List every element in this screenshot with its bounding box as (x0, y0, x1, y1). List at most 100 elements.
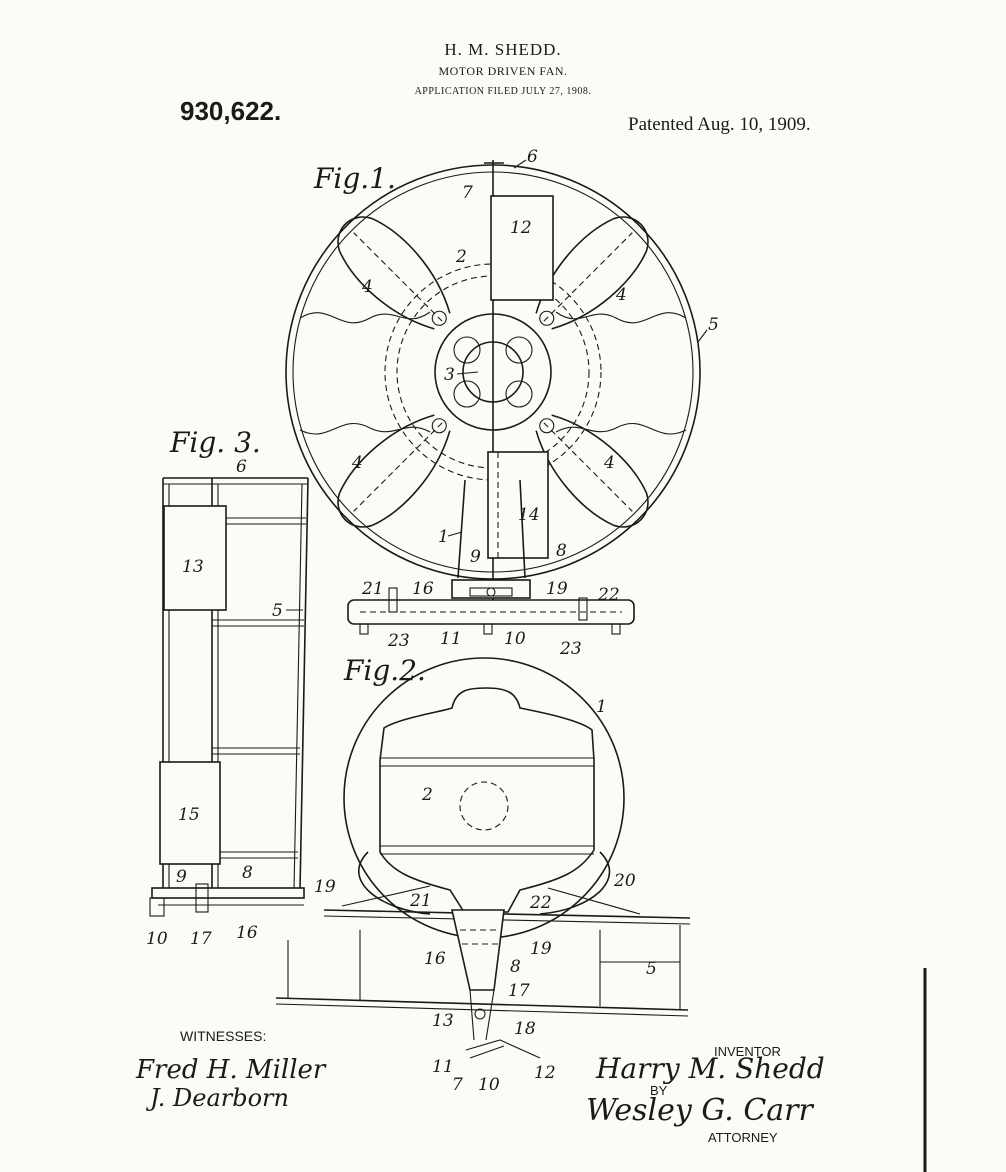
fig2-ref-5: 5 (646, 959, 657, 979)
fig2-cross-bar (323, 909, 691, 919)
fig1-guard-wire (299, 422, 431, 435)
fig3-box-13 (163, 505, 227, 611)
fig1-ref-16: 16 (412, 579, 434, 599)
fig2-top-view: Fig.2. 1 2 20 (275, 654, 691, 1095)
fig1-ref-1: 1 (438, 527, 449, 547)
fig2-ref-20: 20 (613, 871, 636, 891)
fig3-ref-15: 15 (178, 805, 200, 825)
fig3-ref-17: 17 (190, 929, 212, 949)
fig2-motor-body (379, 687, 595, 913)
fig3-right-rail (299, 477, 309, 891)
fig2-ref-18: 18 (514, 1019, 536, 1039)
fig2-ref-8: 8 (510, 957, 521, 977)
fig3-ref-9: 9 (176, 867, 187, 887)
fig2-ref-10: 10 (478, 1075, 500, 1095)
fig1-hub-lobe (453, 336, 481, 364)
fig1-ref-19: 19 (546, 579, 568, 599)
fig2-label: Fig.2. (343, 654, 426, 687)
attorney-label: ATTORNEY (708, 1130, 778, 1145)
fig1-ref-2: 2 (455, 247, 467, 267)
fig1-blade-upper-right (535, 216, 649, 330)
fig3-ref-6: 6 (236, 457, 247, 477)
fig2-ref-7: 7 (452, 1075, 463, 1095)
fig3-box-15 (159, 761, 221, 865)
fig1-hub-lobe (505, 336, 533, 364)
fig1-guard-wire (555, 422, 687, 435)
fig1-ref-8: 8 (556, 541, 567, 561)
fig3-ref-5: 5 (272, 601, 283, 621)
fig3-label: Fig. 3. (169, 426, 261, 459)
fig1-pivot (486, 587, 496, 597)
fig1-ref-4c: 4 (351, 453, 363, 473)
fig2-ref-19: 19 (530, 939, 552, 959)
fig1-base-bracket (451, 579, 531, 599)
inventor-label: INVENTOR (714, 1044, 781, 1059)
fig1-ref-14: 14 (518, 505, 540, 525)
fig1-support-stem (457, 479, 526, 579)
fig1-front-view: Fig.1. 6 7 12 2 4 4 4 4 5 3 14 1 9 8 21 … (285, 147, 719, 659)
application-filed-date: APPLICATION FILED JULY 27, 1908. (414, 86, 592, 97)
fig1-ref-21: 21 (361, 579, 384, 599)
fig1-hub-lobe (505, 380, 533, 408)
fig1-ref-7: 7 (462, 183, 473, 203)
fig1-foot (359, 623, 369, 635)
patent-title: MOTOR DRIVEN FAN. (438, 64, 568, 78)
fig1-ref-3: 3 (444, 365, 455, 385)
fig2-lower-frame (275, 997, 689, 1011)
fig3-ref-19: 19 (314, 877, 336, 897)
fig1-ref-11: 11 (440, 629, 462, 649)
attorney-signature: Wesley G. Carr (586, 1093, 815, 1128)
fig3-ref-10: 10 (146, 929, 168, 949)
fig1-blade-upper-left (337, 216, 451, 330)
fig1-ref-12: 12 (510, 218, 532, 238)
fig1-ref-5: 5 (708, 315, 719, 335)
fig2-shaft-dashed (459, 781, 509, 831)
fig1-blade-lower-left (337, 414, 451, 528)
fig1-label: Fig.1. (313, 162, 396, 195)
fig1-ref-4a: 4 (361, 277, 373, 297)
fig1-ref-10: 10 (504, 629, 526, 649)
fig3-ref-13: 13 (182, 557, 204, 577)
fig2-ref-16: 16 (424, 949, 446, 969)
fig1-foot (611, 623, 621, 635)
fig1-hub-lobe (453, 380, 481, 408)
fig1-motor-housing-dashed (384, 263, 602, 481)
fig1-ref-4b: 4 (615, 285, 627, 305)
fig2-pivot-17 (474, 1008, 486, 1020)
witness-1-signature: Fred H. Miller (135, 1055, 327, 1085)
fig1-guard-wire (555, 311, 687, 324)
fig3-base-bar (151, 887, 305, 899)
fig1-ref-22: 22 (597, 585, 620, 605)
fig2-ref-11: 11 (432, 1057, 454, 1077)
fig2-ref-21: 21 (409, 891, 432, 911)
inventor-signature: Harry M. Shedd (595, 1052, 825, 1085)
patented-date: Patented Aug. 10, 1909. (628, 114, 811, 135)
fig2-bracket-tail (451, 909, 505, 991)
fig2-ref-1: 1 (596, 697, 607, 717)
fig1-ref-23b: 23 (559, 639, 582, 659)
fig1-post-21 (388, 587, 398, 613)
fig2-curved-arm (539, 851, 611, 915)
by-label: BY (650, 1083, 668, 1098)
fig1-post-22 (578, 597, 588, 621)
fig1-foot (483, 623, 493, 635)
fig3-ref-8: 8 (242, 863, 253, 883)
fig1-ref-23a: 23 (387, 631, 410, 651)
fig3-ref-16: 16 (236, 923, 258, 943)
fig1-box-12 (490, 195, 554, 301)
fig3-foot (149, 897, 165, 917)
fig1-blade-lower-right (535, 414, 649, 528)
fig2-ref-17: 17 (508, 981, 530, 1001)
fig2-ref-2: 2 (421, 785, 433, 805)
fig1-guard-wire (299, 311, 431, 324)
fig2-ref-22: 22 (529, 893, 552, 913)
witnesses-label: WITNESSES: (180, 1028, 267, 1044)
fig2-ref-13: 13 (432, 1011, 454, 1031)
inventor-name-header: H. M. SHEDD. (444, 40, 562, 59)
fig1-ref-6: 6 (527, 147, 538, 167)
fig2-linkage (465, 1039, 541, 1059)
fig2-ref-12: 12 (534, 1063, 556, 1083)
patent-number: 930,622. (180, 96, 282, 126)
witness-2-signature: J. Dearborn (145, 1084, 289, 1112)
